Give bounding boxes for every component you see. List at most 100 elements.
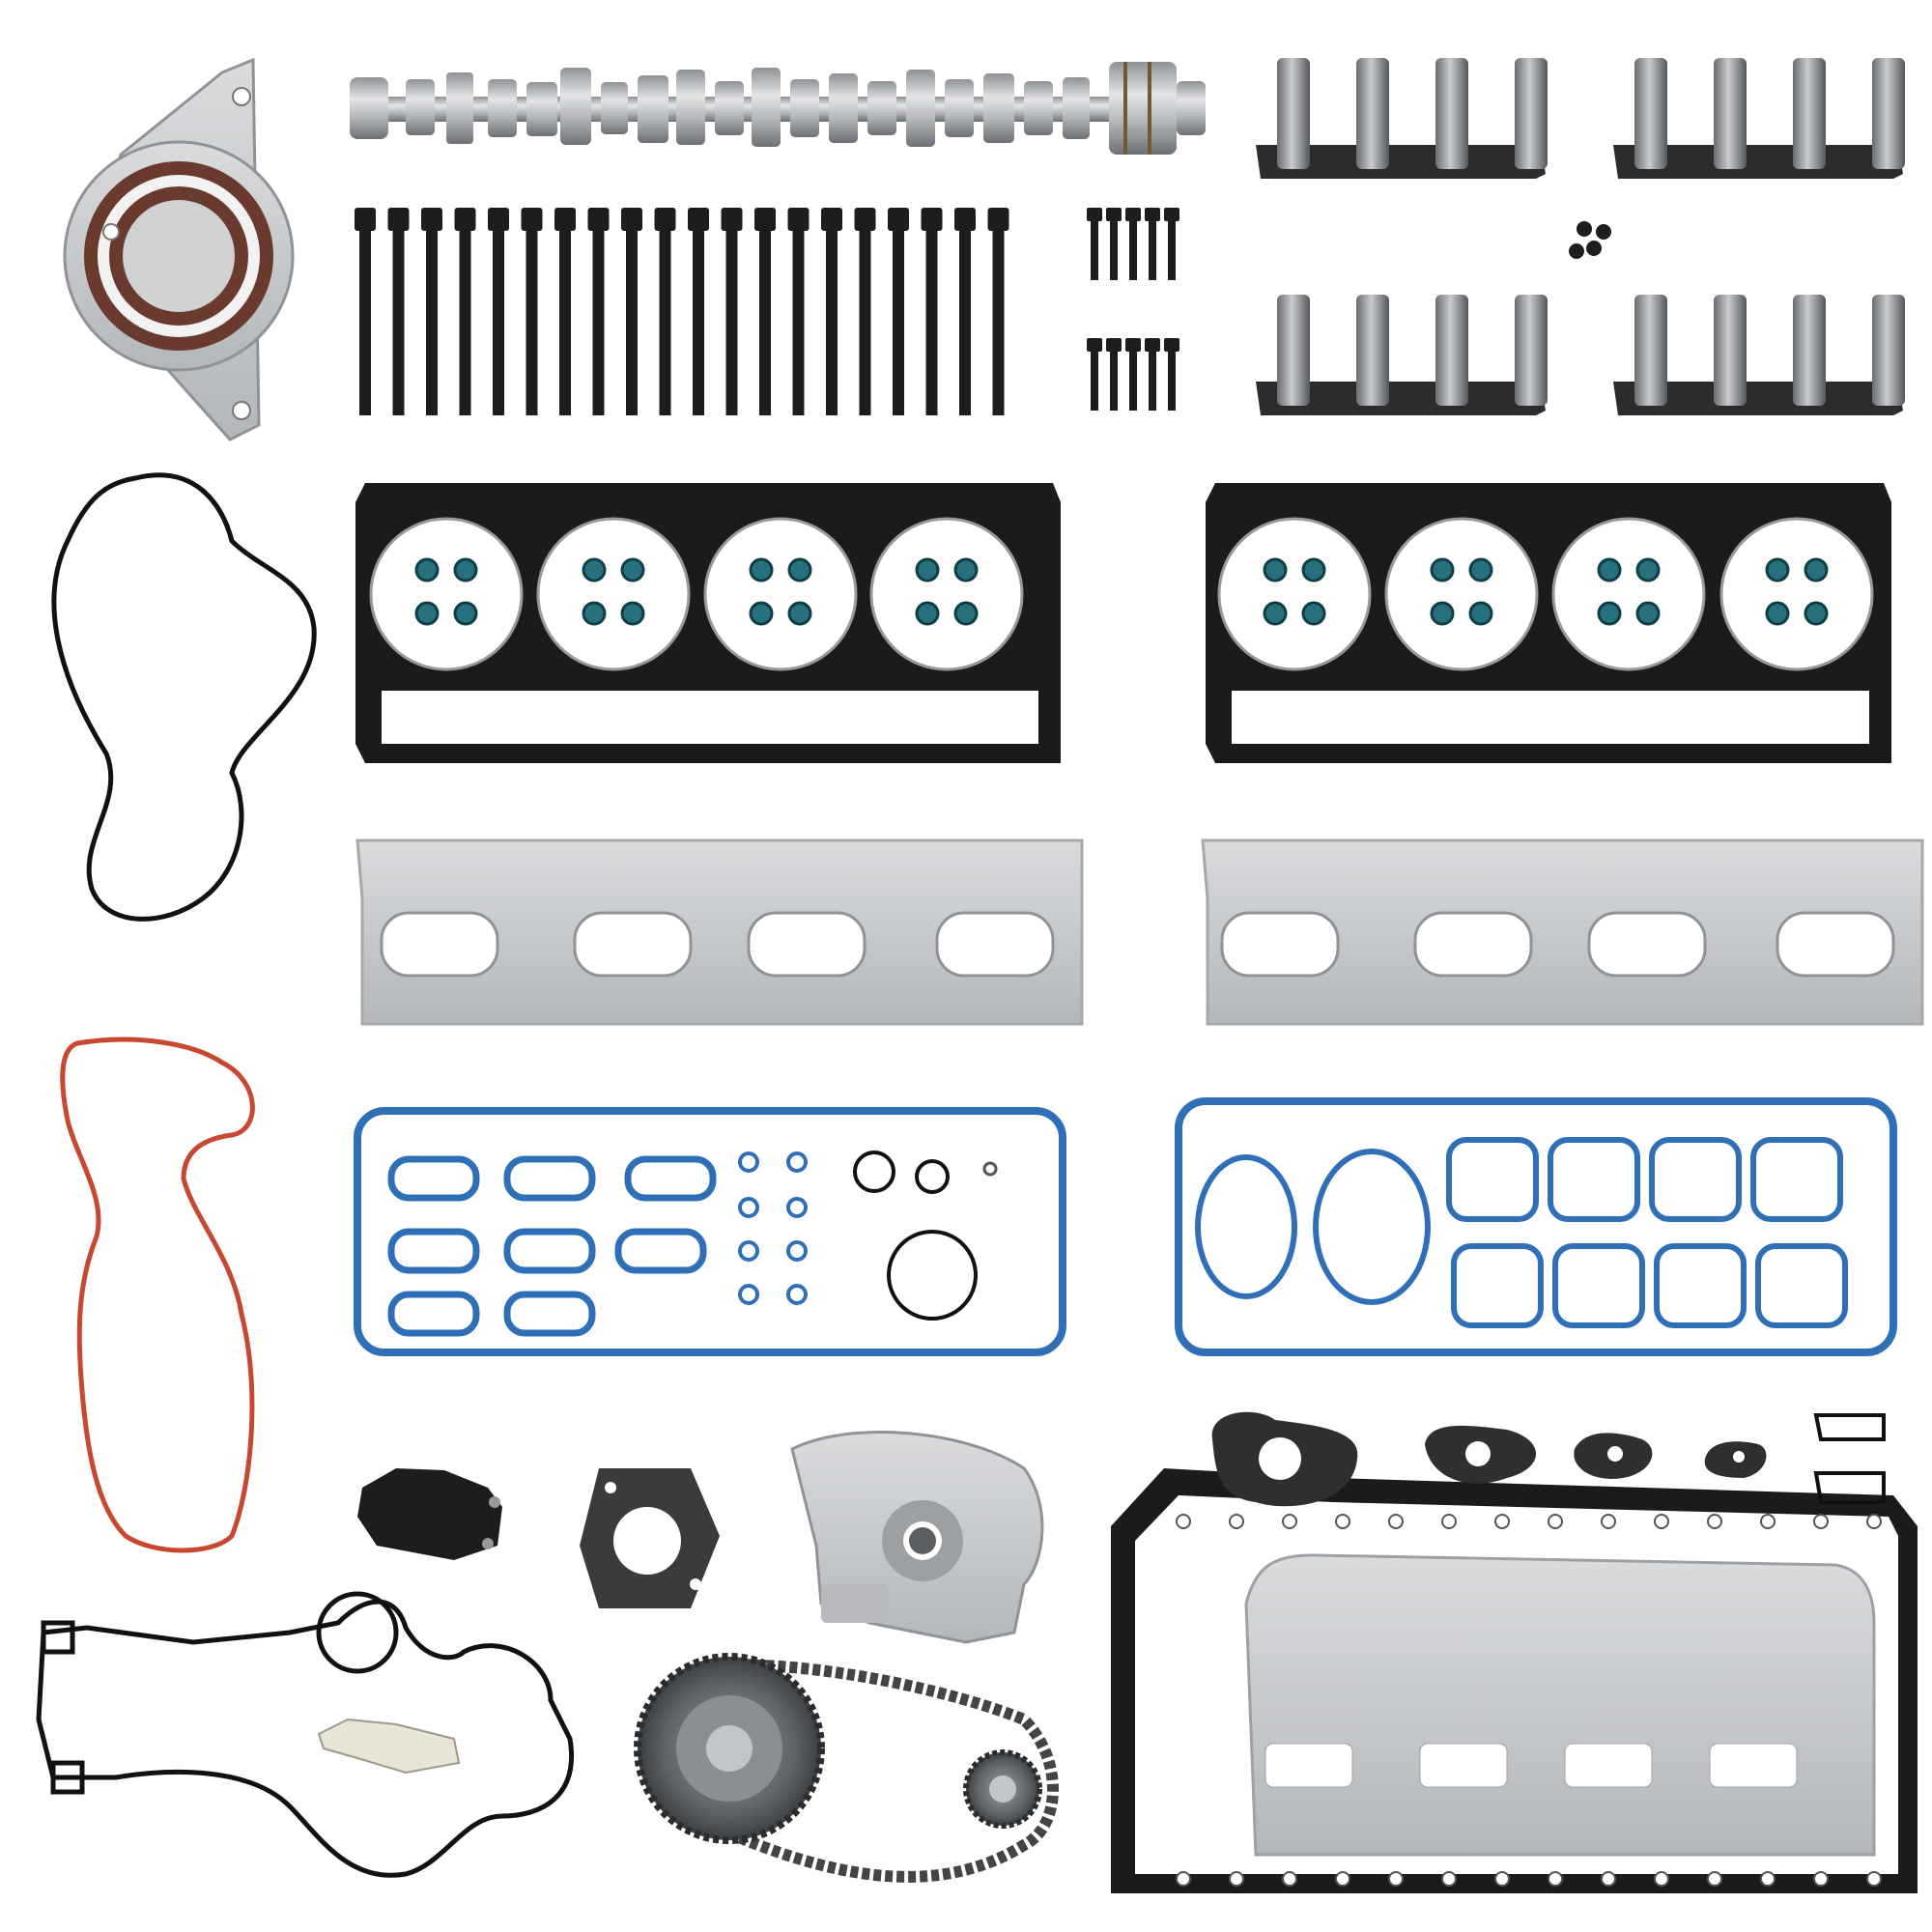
bolt-hole [1441, 1871, 1457, 1887]
o-ring [786, 1240, 808, 1262]
camshaft [350, 62, 1206, 155]
cylinder-bore [369, 517, 524, 671]
head-bolts [355, 208, 1009, 415]
valve-stem-seal [582, 601, 607, 626]
exhaust-port [573, 911, 693, 978]
lifter [1872, 58, 1905, 169]
bolt-hole [1760, 1871, 1776, 1887]
throttle-body-seal [1195, 1154, 1297, 1299]
short-bolt [1145, 338, 1160, 411]
head-bolt [954, 208, 976, 415]
small-flange-gaskets [1211, 1411, 1886, 1507]
timing-cover-gasket-black [36, 1591, 574, 1878]
bolt-hole [1282, 1871, 1297, 1887]
valve-stem-seal [1804, 557, 1829, 582]
short-bolt [1145, 208, 1160, 280]
rear-main-seal [63, 57, 295, 441]
lifter [1435, 58, 1468, 169]
valve-stem-seal [1635, 601, 1661, 626]
bolt-hole [1335, 1514, 1350, 1529]
oil-pump [790, 1431, 1044, 1644]
head-bolt [554, 208, 576, 415]
short-bolt [1164, 208, 1179, 280]
bolt-hole [1335, 1871, 1350, 1887]
bolt-hole [1548, 1871, 1563, 1887]
bolt-hole [1760, 1514, 1776, 1529]
intake-port-seal [503, 1291, 596, 1337]
valve-stem-seal [1430, 601, 1455, 626]
intake-runner-seal [1755, 1243, 1848, 1328]
o-ring [786, 1197, 808, 1218]
short-bolt [1106, 338, 1122, 411]
head-bolt [688, 208, 709, 415]
exhaust-port [747, 911, 867, 978]
head-bolt [654, 208, 676, 415]
head-bolt [587, 208, 610, 415]
lifter [1356, 58, 1389, 169]
bolt-hole [1229, 1514, 1244, 1529]
valve-stem-seal [1468, 601, 1493, 626]
head-bolt [521, 208, 543, 415]
bolt-hole [1813, 1514, 1829, 1529]
head-bolt [921, 208, 943, 415]
o-ring [786, 1284, 808, 1305]
bolt-hole [1866, 1871, 1882, 1887]
head-bolt [387, 208, 410, 415]
water-pump-gasket [51, 472, 317, 922]
exhaust-port [1413, 911, 1533, 978]
valve-stem-seal [1263, 557, 1288, 582]
intake-runner-seal [1446, 1137, 1539, 1222]
head-bolt [488, 208, 509, 415]
lifter [1714, 58, 1747, 169]
short-bolts [1087, 208, 1179, 411]
valve-stem-seal [1635, 557, 1661, 582]
water-outlet-gasket [580, 1468, 720, 1608]
intake-port-seal [614, 1228, 707, 1274]
head-bolt [888, 208, 909, 415]
head-bolt [355, 208, 376, 415]
lifter [1515, 58, 1548, 169]
bolt-hole [1707, 1871, 1722, 1887]
head-bolt [721, 208, 743, 415]
short-bolt [1125, 208, 1141, 280]
intake-runner-seal [1552, 1243, 1645, 1328]
intake-runner-seal [1451, 1243, 1544, 1328]
exhaust-port [380, 911, 499, 978]
cylinder-bore [869, 517, 1024, 671]
o-ring [786, 1151, 808, 1173]
bolt-hole [1441, 1514, 1457, 1529]
valve-stem-seal [787, 601, 812, 626]
o-ring [738, 1284, 759, 1305]
intake-port-seal [503, 1155, 596, 1202]
bolt-hole [1229, 1871, 1244, 1887]
valve-stem-seal [620, 557, 645, 582]
bolt-hole [1601, 1514, 1616, 1529]
bolt-hole [1176, 1514, 1191, 1529]
timing-cover-gasket-red [60, 1037, 255, 1553]
lifter [1634, 58, 1667, 169]
cylinder-bore [536, 517, 691, 671]
head-bolt [754, 208, 776, 415]
valve-stem-seal [787, 557, 812, 582]
small-screws [1569, 221, 1611, 259]
valve-stem-seal [1597, 557, 1622, 582]
valve-stem-seal [1468, 557, 1493, 582]
valve-stem-seal [1804, 601, 1829, 626]
lifter [1515, 295, 1548, 406]
bolt-hole [1494, 1871, 1510, 1887]
bolt-hole [1654, 1871, 1669, 1887]
exhaust-gasket-left [355, 838, 1084, 1026]
head-bolt [787, 208, 810, 415]
valve-stem-seal [453, 601, 478, 626]
valve-stem-seal [953, 557, 979, 582]
valve-stem-seal [1597, 601, 1622, 626]
lifter [1435, 295, 1468, 406]
bolt-hole [1282, 1514, 1297, 1529]
lifter [1277, 295, 1310, 406]
bolt-hole [1866, 1514, 1882, 1529]
head-bolt [987, 208, 1009, 415]
lifter [1277, 58, 1310, 169]
lifter [1872, 295, 1905, 406]
short-bolt [1087, 338, 1102, 411]
intake-port-seal [503, 1228, 596, 1274]
